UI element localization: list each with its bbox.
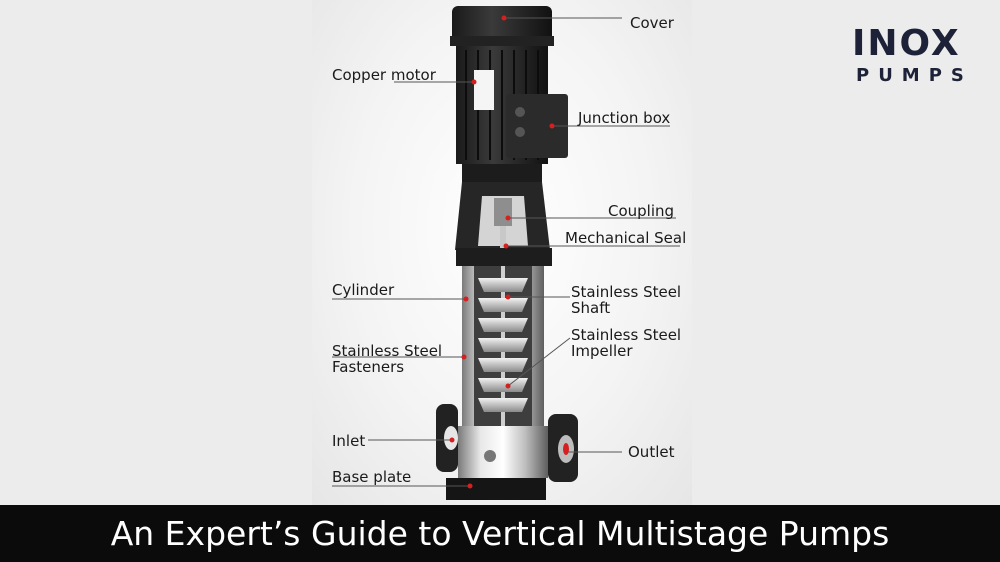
inox-pumps-logo: INOX PUMPS bbox=[852, 26, 974, 90]
label-stainless-steel-shaft: Stainless Steel Shaft bbox=[571, 283, 682, 317]
label-inlet: Inlet bbox=[332, 432, 366, 450]
leader-lines bbox=[332, 17, 680, 487]
page-title: An Expert’s Guide to Vertical Multistage… bbox=[110, 513, 890, 553]
label-coupling: Coupling bbox=[608, 202, 675, 220]
coupling-housing bbox=[455, 182, 550, 250]
inlet-flange bbox=[436, 404, 458, 472]
motor-cover bbox=[450, 6, 554, 46]
label-stainless-steel-impeller: Stainless Steel Impeller bbox=[571, 326, 682, 360]
junction-box bbox=[506, 94, 568, 158]
title-bar: An Expert’s Guide to Vertical Multistage… bbox=[0, 505, 1000, 562]
label-copper-motor: Copper motor bbox=[332, 66, 436, 84]
pump-illustration bbox=[332, 6, 680, 500]
label-cylinder: Cylinder bbox=[332, 281, 395, 299]
label-markers bbox=[449, 15, 555, 489]
label-base-plate: Base plate bbox=[332, 468, 412, 486]
outlet-flange bbox=[548, 414, 578, 482]
label-mechanical-seal: Mechanical Seal bbox=[565, 229, 687, 247]
label-stainless-steel-fasteners: Stainless Steel Fasteners bbox=[332, 342, 443, 376]
motor-flange bbox=[462, 164, 542, 182]
logo-wordmark-bottom: PUMPS bbox=[856, 65, 973, 86]
base-plate bbox=[446, 478, 546, 500]
logo-wordmark-top: INOX bbox=[852, 23, 961, 64]
label-cover: Cover bbox=[630, 14, 674, 32]
label-junction-box: Junction box bbox=[578, 109, 671, 127]
impeller-stages bbox=[478, 278, 528, 412]
pump-base-housing bbox=[458, 426, 548, 478]
label-outlet: Outlet bbox=[628, 443, 675, 461]
seal-plate bbox=[456, 248, 552, 266]
